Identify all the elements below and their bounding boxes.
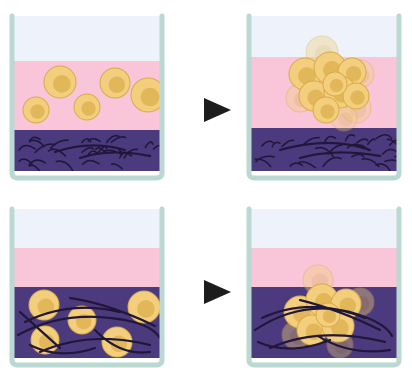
cell [44,66,76,98]
cell [68,306,96,334]
cell-nucleus [81,101,95,115]
cell [100,68,130,98]
cell-nucleus [320,104,334,118]
cell-nucleus [137,300,155,318]
headspace [13,209,161,248]
fiber-matrix [13,130,161,171]
cell [313,97,339,123]
headspace [13,16,161,61]
cell-nucleus [350,90,364,104]
right-arrow-icon [204,98,231,122]
beaker-top-after [249,16,412,178]
cell [323,72,347,96]
headspace [250,209,398,248]
cell-nucleus [109,77,126,94]
cell-nucleus [330,79,343,92]
culture-medium [13,248,161,287]
beaker-bottom-after [249,209,399,365]
beaker-contents [13,16,168,172]
cell-nucleus [53,75,71,93]
cell [23,97,49,123]
cell [74,94,100,120]
cell-nucleus [30,104,44,118]
cell [29,290,59,320]
right-arrow-icon [204,280,231,304]
beaker-contents [250,209,398,358]
beaker-top-before [12,16,168,178]
cell-nucleus [338,112,352,126]
cell-nucleus [323,310,336,323]
cell [102,327,132,357]
beaker-bottom-before [12,209,162,365]
cell [128,291,160,323]
cell-nucleus [141,88,160,107]
beaker-contents [250,16,412,172]
beaker-contents [13,209,161,358]
